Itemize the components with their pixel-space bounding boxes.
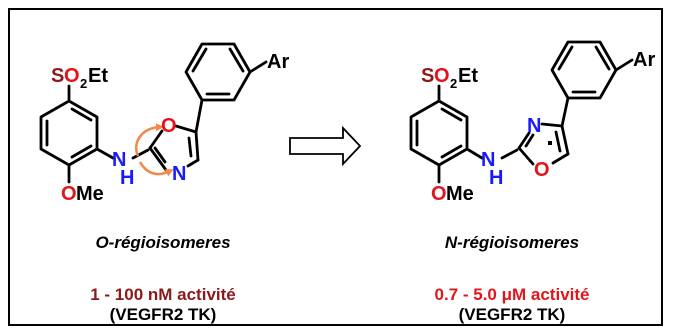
left-phenyl-ring — [184, 42, 252, 102]
right-activity-value: 0.7 - 5.0 μM activité — [435, 285, 590, 304]
right-phenyl-ring — [550, 40, 618, 100]
left-ar-label: Ar — [267, 51, 289, 73]
left-methyl-label: Me — [76, 183, 104, 205]
right-sulfur-label: S — [421, 65, 434, 87]
left-amine-h-label: H — [120, 167, 134, 189]
left-oxazole-nitrogen-label: N — [172, 163, 186, 185]
left-assay-label: (VEGFR2 TK) — [110, 305, 217, 324]
left-sulfur-label: S — [51, 65, 64, 87]
left-amine-n-label: N — [112, 149, 126, 171]
right-molecule: S O 2 Et Ar N O N H O Me — [409, 40, 655, 205]
right-methoxy-oxygen-label: O — [431, 183, 447, 205]
right-oxazole-nitrogen-label: N — [527, 115, 541, 137]
transformation-arrow — [289, 125, 362, 167]
left-benzene-ring — [39, 99, 99, 167]
right-amine-n-label: N — [481, 149, 495, 171]
left-methoxy-oxygen-label: O — [61, 183, 77, 205]
right-ar-label: Ar — [633, 49, 655, 71]
left-swap-arrow-up — [135, 123, 164, 157]
right-regioisomer-label: N-régioisomeres — [445, 233, 579, 252]
left-activity-value: 1 - 100 nM activité — [90, 285, 236, 304]
right-amine-h-label: H — [489, 167, 503, 189]
left-molecule: S O 2 Et Ar O N N H O Me — [39, 42, 289, 205]
left-ethyl-label: Et — [88, 65, 108, 87]
right-sulfonyl-oxygen-label: O — [434, 65, 450, 87]
right-oxazole-oxygen-label: O — [534, 159, 550, 181]
right-sulfonyl-subscript: 2 — [450, 76, 457, 91]
left-sulfonyl-subscript: 2 — [80, 76, 87, 91]
right-assay-label: (VEGFR2 TK) — [459, 305, 566, 324]
left-oxazole-oxygen-label: O — [161, 115, 177, 137]
left-sulfonyl-oxygen-label: O — [64, 65, 80, 87]
right-ethyl-label: Et — [458, 65, 478, 87]
figure-frame — [8, 8, 663, 326]
right-oxazole-dot — [548, 141, 552, 145]
left-regioisomer-label: O-régioisomeres — [95, 233, 230, 252]
left-swap-arrow-down — [138, 161, 174, 177]
right-benzene-ring — [409, 99, 469, 167]
right-methyl-label: Me — [446, 183, 474, 205]
